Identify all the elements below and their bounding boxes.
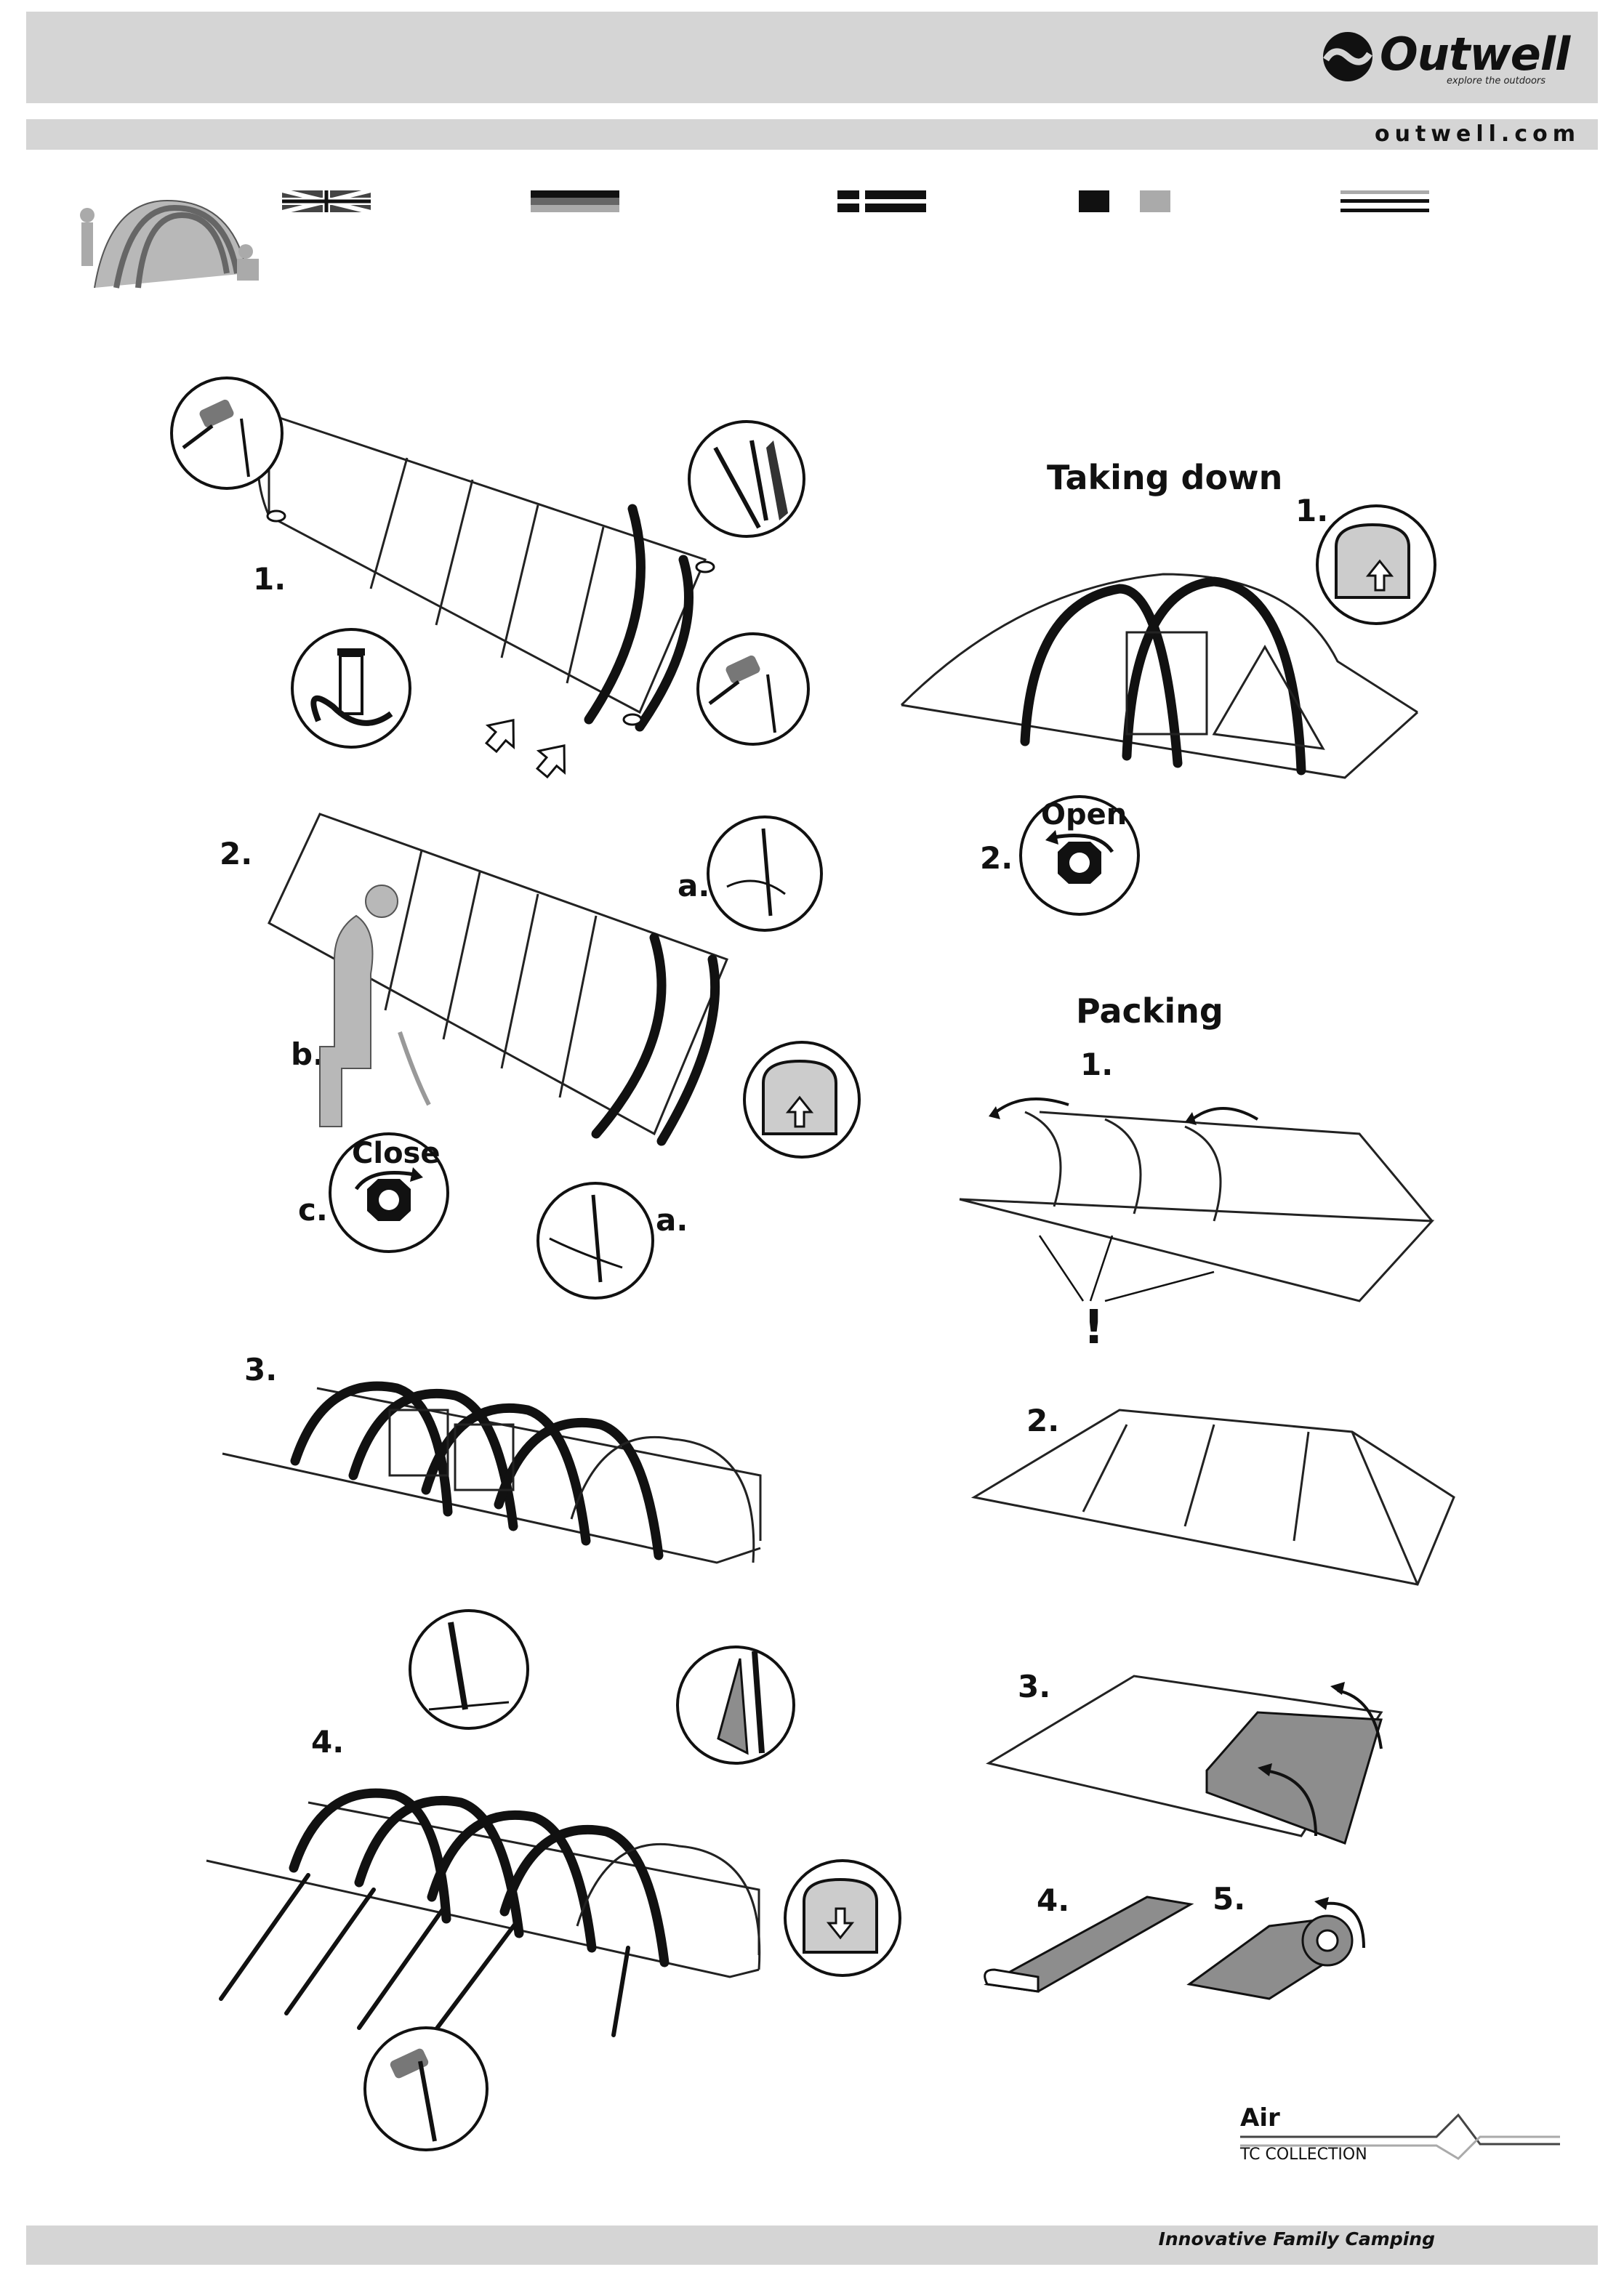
url-band <box>26 119 1598 150</box>
valve-clip-callout-top <box>705 814 824 933</box>
valve-clip-callout-bottom <box>535 1180 656 1301</box>
mallet-callout-icon-2 <box>695 631 811 747</box>
door-zip-callout-icon-3 <box>1314 503 1438 627</box>
pitch-step-3-illustration <box>208 1352 789 1614</box>
peg-callout-icon-step3 <box>407 1608 531 1731</box>
pitch-step-4-label: 4. <box>311 1724 344 1760</box>
tent-silhouette-icon <box>65 186 269 295</box>
swedish-flag-icon[interactable] <box>1340 190 1429 212</box>
packing-step-1-label: 1. <box>1080 1047 1113 1082</box>
open-valve-label: Open <box>1041 798 1127 831</box>
outwell-logo-icon[interactable] <box>1320 29 1375 84</box>
uk-flag-icon[interactable] <box>282 190 371 212</box>
dutch-flag-icon[interactable] <box>837 190 926 212</box>
packing-heading: Packing <box>1076 991 1223 1031</box>
pitch-step-2-illustration <box>247 792 771 1170</box>
peg-callout-icon <box>686 419 807 539</box>
takedown-step-2-label: 2. <box>980 840 1013 876</box>
packing-step-3-illustration <box>981 1669 1388 1865</box>
danish-flag-icon[interactable] <box>1079 190 1170 212</box>
door-zip-callout-icon <box>741 1039 862 1160</box>
door-zip-callout-icon-2 <box>782 1858 903 1978</box>
website-url[interactable]: outwell.com <box>1375 121 1580 147</box>
panel-callout-icon <box>675 1644 797 1766</box>
pitch-step-2c-label: c. <box>298 1192 328 1228</box>
packing-step-5-illustration <box>1182 1904 1386 2006</box>
close-valve-label: Close <box>352 1137 440 1170</box>
pitch-step-2a-bottom-label: a. <box>656 1202 688 1238</box>
collection-wave-line <box>1240 2108 1567 2166</box>
packing-step-2-illustration <box>967 1403 1461 1599</box>
packing-warning-icon: ! <box>1083 1301 1104 1355</box>
footer-tagline: Innovative Family Camping <box>1159 2228 1435 2249</box>
pitch-step-4-illustration <box>192 1759 803 2064</box>
mallet-peg-callout-icon <box>362 2025 490 2153</box>
taking-down-heading: Taking down <box>1047 458 1282 497</box>
packing-step-1-illustration <box>952 1090 1454 1323</box>
pump-callout-icon <box>289 627 413 750</box>
brand-name[interactable]: Outwell <box>1380 28 1569 81</box>
brand-tagline: explore the outdoors <box>1447 76 1545 86</box>
german-flag-icon[interactable] <box>531 190 619 212</box>
mallet-callout-icon <box>169 375 285 491</box>
packing-step-4-illustration <box>980 1890 1198 1999</box>
